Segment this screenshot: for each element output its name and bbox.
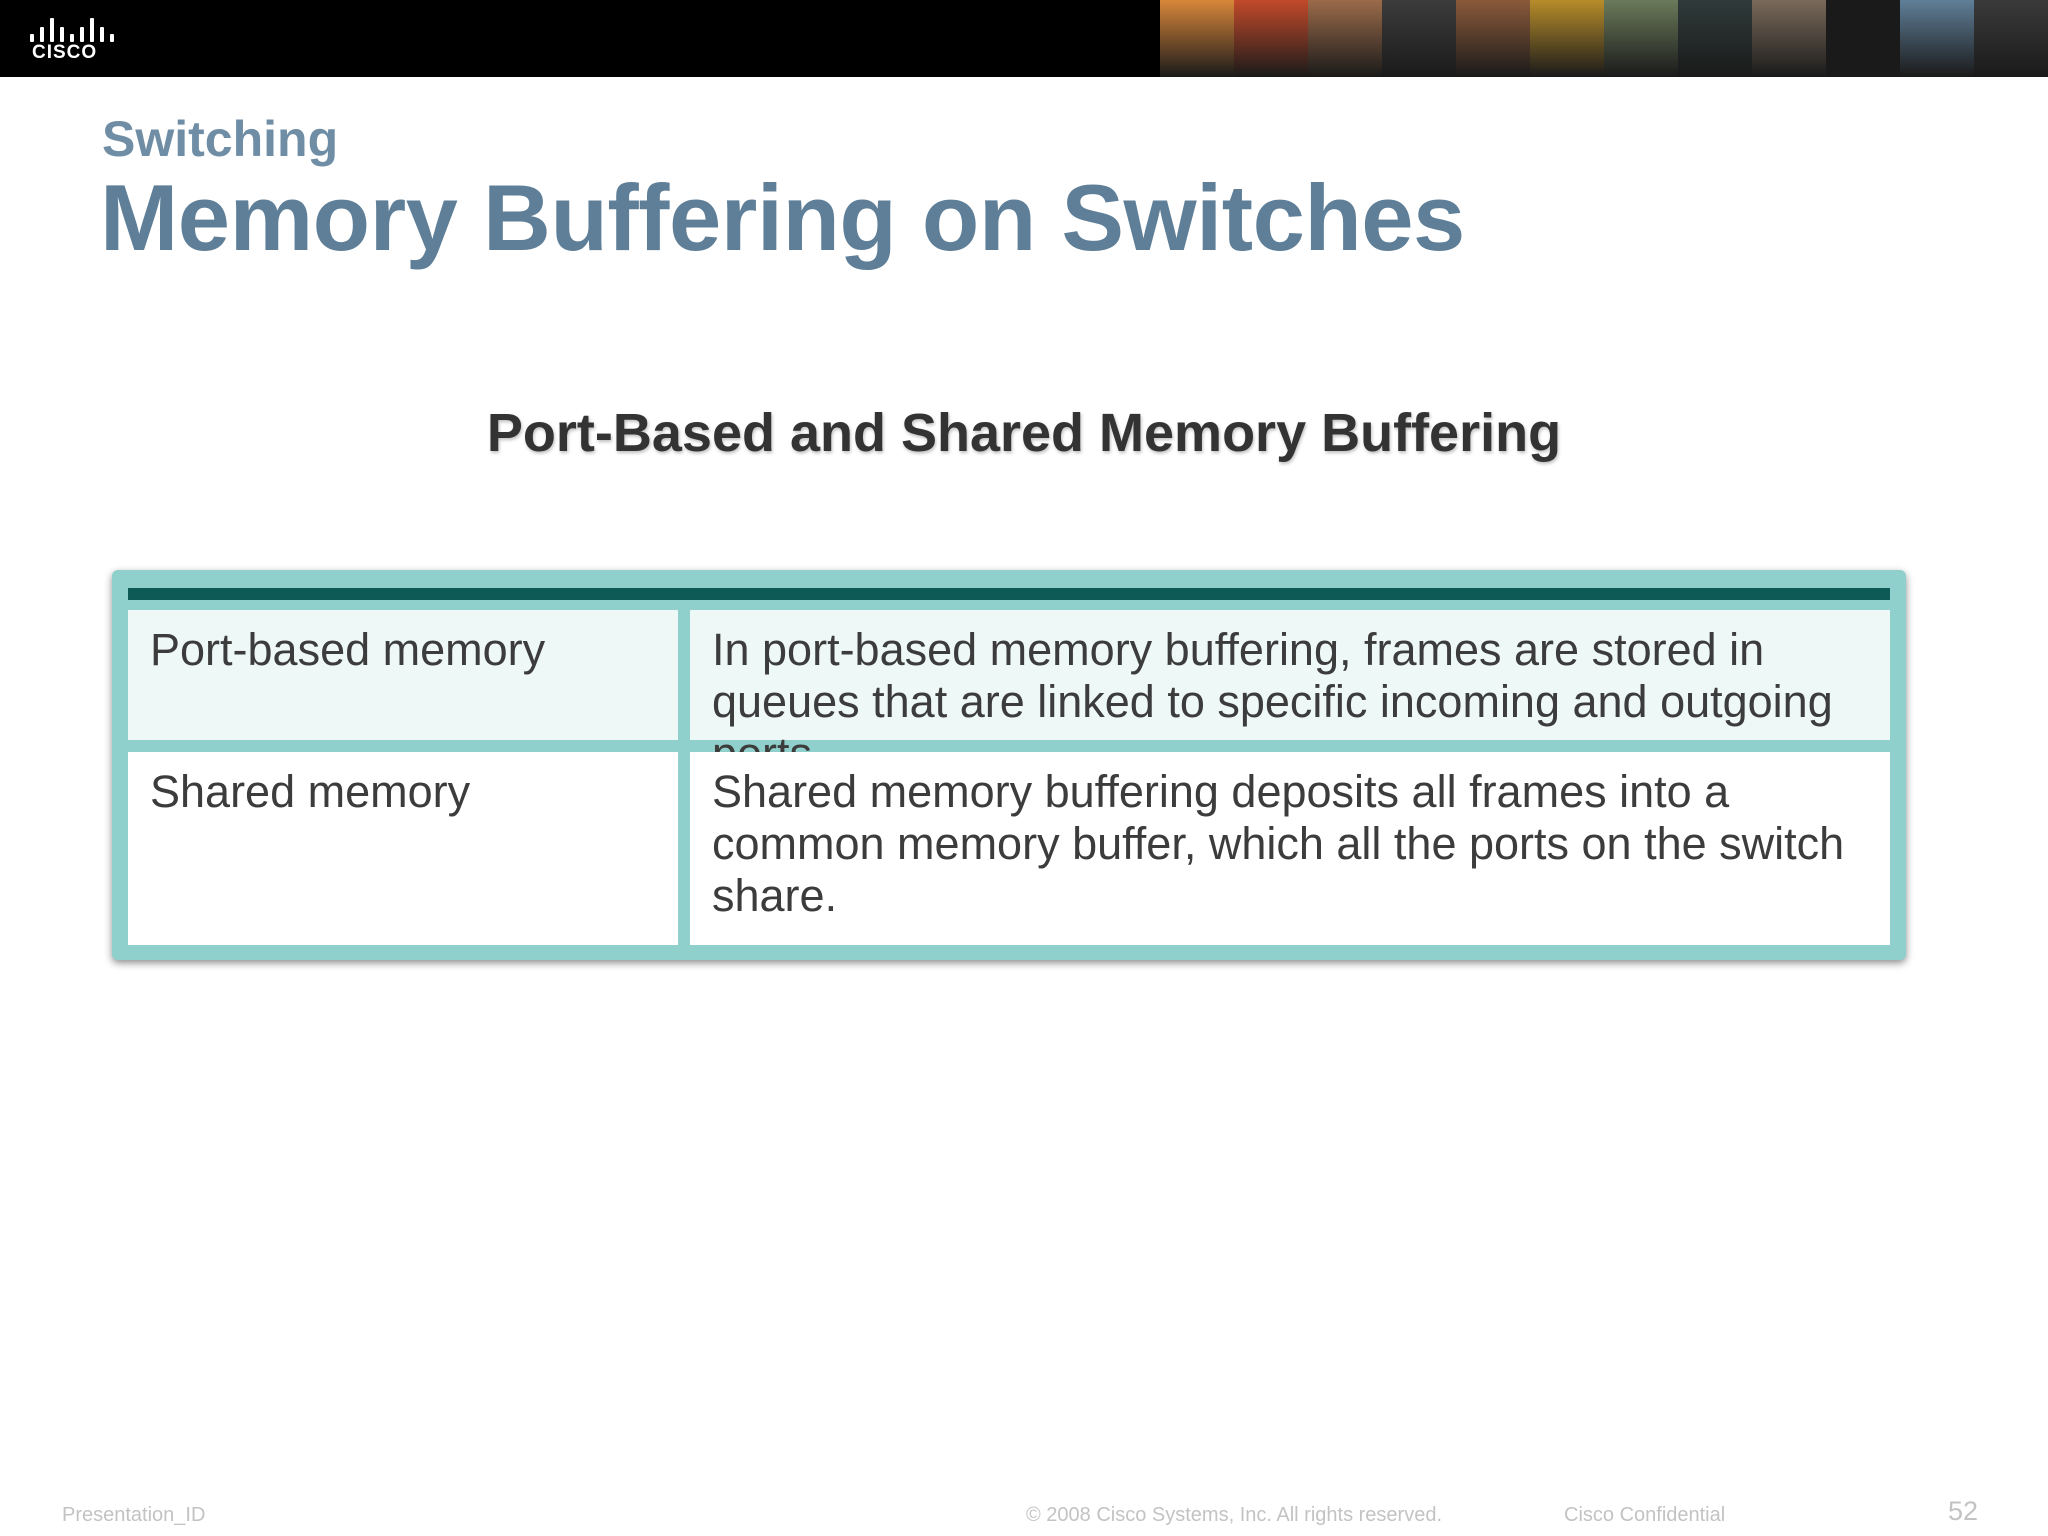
cisco-logo: CISCO <box>28 12 118 66</box>
header-photo-tile <box>1234 0 1308 77</box>
term-port-based: Port-based memory <box>150 624 546 675</box>
table-row-1-description: In port-based memory buffering, frames a… <box>690 610 1890 779</box>
header-photo-tile <box>1752 0 1826 77</box>
header-photo-tile <box>1826 0 1900 77</box>
header-photo-tile <box>1160 0 1234 77</box>
header-photo-tile <box>1604 0 1678 77</box>
description-shared: Shared memory buffering deposits all fra… <box>712 766 1845 921</box>
description-port-based: In port-based memory buffering, frames a… <box>712 624 1833 779</box>
table-header-line <box>128 588 1890 600</box>
header-photo-tile <box>1382 0 1456 77</box>
footer-confidential: Cisco Confidential <box>1564 1504 1726 1526</box>
cisco-logo-text: CISCO <box>32 42 98 63</box>
footer-presentation-id: Presentation_ID <box>62 1504 206 1526</box>
header-photo-strip <box>1160 0 2048 77</box>
header-photo-tile <box>1974 0 2048 77</box>
header-photo-tile <box>1456 0 1530 77</box>
header-photo-tile <box>1530 0 1604 77</box>
header-photo-tile <box>1900 0 1974 77</box>
table-row-2-term: Shared memory <box>128 752 678 945</box>
footer-copyright: © 2008 Cisco Systems, Inc. All rights re… <box>1026 1504 1443 1526</box>
figure-heading: Port-Based and Shared Memory Buffering <box>486 403 1562 463</box>
cisco-logo-bars-icon <box>30 16 116 42</box>
page-number: 52 <box>1948 1496 1979 1526</box>
header-photo-tile <box>1678 0 1752 77</box>
table-row-2-description: Shared memory buffering deposits all fra… <box>690 752 1890 945</box>
top-banner: CISCO <box>0 0 2048 77</box>
table-row-1-term: Port-based memory <box>128 610 678 740</box>
term-shared: Shared memory <box>150 766 471 817</box>
slide-title: Memory Buffering on Switches <box>100 165 1465 270</box>
header-photo-tile <box>1308 0 1382 77</box>
memory-buffering-table: Port-based memory In port-based memory b… <box>112 570 1906 960</box>
slide-subtitle: Switching <box>102 111 339 167</box>
